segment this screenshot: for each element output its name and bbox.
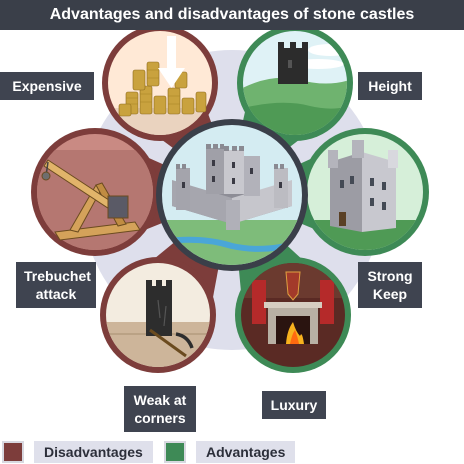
label-luxury-text: Luxury	[270, 397, 318, 413]
legend-swatch-disadvantages	[2, 440, 24, 463]
legend-swatch-advantages	[164, 440, 186, 463]
trebuchet-icon	[41, 159, 141, 241]
label-trebuchet-line1: Trebuchet	[24, 268, 91, 284]
tower-on-hill-icon	[278, 42, 308, 84]
center-castle-node	[156, 119, 308, 271]
expensive-node	[102, 25, 218, 141]
legend-label-advantages: Advantages	[196, 440, 296, 463]
fireplace-icon	[264, 271, 322, 344]
weak-corners-node	[100, 257, 216, 373]
label-trebuchet-attack: Trebuchet attack	[16, 262, 96, 308]
label-strong-keep: Strong Keep	[358, 262, 422, 308]
coins-down-arrow-icon	[118, 36, 207, 117]
label-trebuchet-line2: attack	[35, 286, 77, 302]
label-strong-keep-line2: Keep	[372, 286, 408, 302]
legend-disadvantages: Disadvantages	[2, 439, 153, 464]
stone-keep-icon	[328, 140, 398, 232]
label-expensive-text: Expensive	[12, 78, 82, 94]
label-strong-keep-line1: Strong	[367, 268, 413, 284]
label-height: Height	[358, 72, 422, 100]
stone-castle-icon	[172, 144, 292, 230]
luxury-node	[235, 257, 351, 373]
label-expensive: Expensive	[0, 72, 94, 100]
label-weak-line2: corners	[134, 410, 186, 426]
legend-label-disadvantages: Disadvantages	[34, 440, 153, 463]
legend-advantages: Advantages	[164, 439, 296, 464]
strong-keep-node	[301, 128, 429, 256]
trebuchet-node	[31, 128, 159, 256]
pickaxe-tower-corner-icon	[146, 280, 194, 358]
page-title: Advantages and disadvantages of stone ca…	[0, 0, 464, 30]
label-weak-line1: Weak at	[133, 392, 187, 408]
label-luxury: Luxury	[262, 391, 326, 419]
label-weak-corners: Weak at corners	[124, 386, 196, 432]
label-height-text: Height	[368, 78, 412, 94]
